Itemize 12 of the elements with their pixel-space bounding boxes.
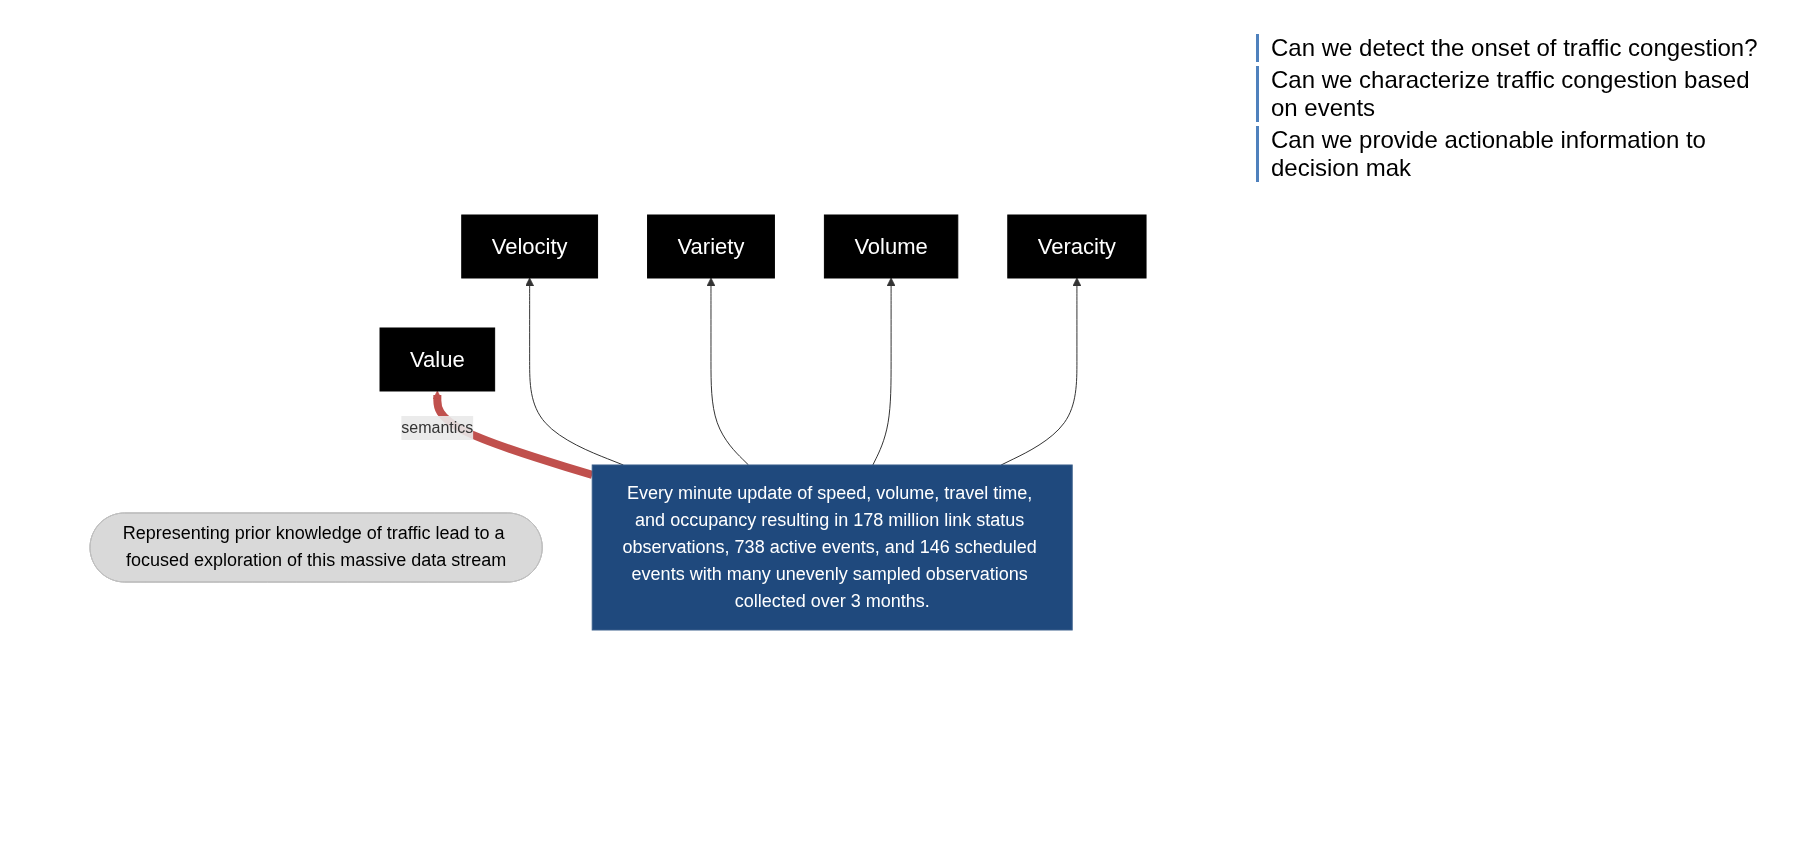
arrow	[872, 277, 896, 466]
node-box: Value	[379, 327, 496, 392]
node-box: Variety	[647, 214, 775, 279]
node-box: Veracity	[1007, 214, 1147, 279]
question-text: Can we provide actionable information to decision mak	[1256, 126, 1776, 182]
question-text: Can we detect the onset of traffic congestion?	[1256, 34, 1776, 62]
edge-label: semantics	[401, 418, 474, 436]
node-box: Velocity	[461, 214, 599, 279]
arrow	[706, 277, 749, 466]
node-box: Volume	[823, 214, 959, 279]
question-text: Can we characterize traffic congestion based on events	[1256, 66, 1776, 122]
node-box: Every minute update of speed, volume, travel time, and occupancy resulting in 178 million link status observations, 738 active events, and 146 scheduled events with many unevenly sampled observations collected over 3 months.	[591, 464, 1073, 631]
